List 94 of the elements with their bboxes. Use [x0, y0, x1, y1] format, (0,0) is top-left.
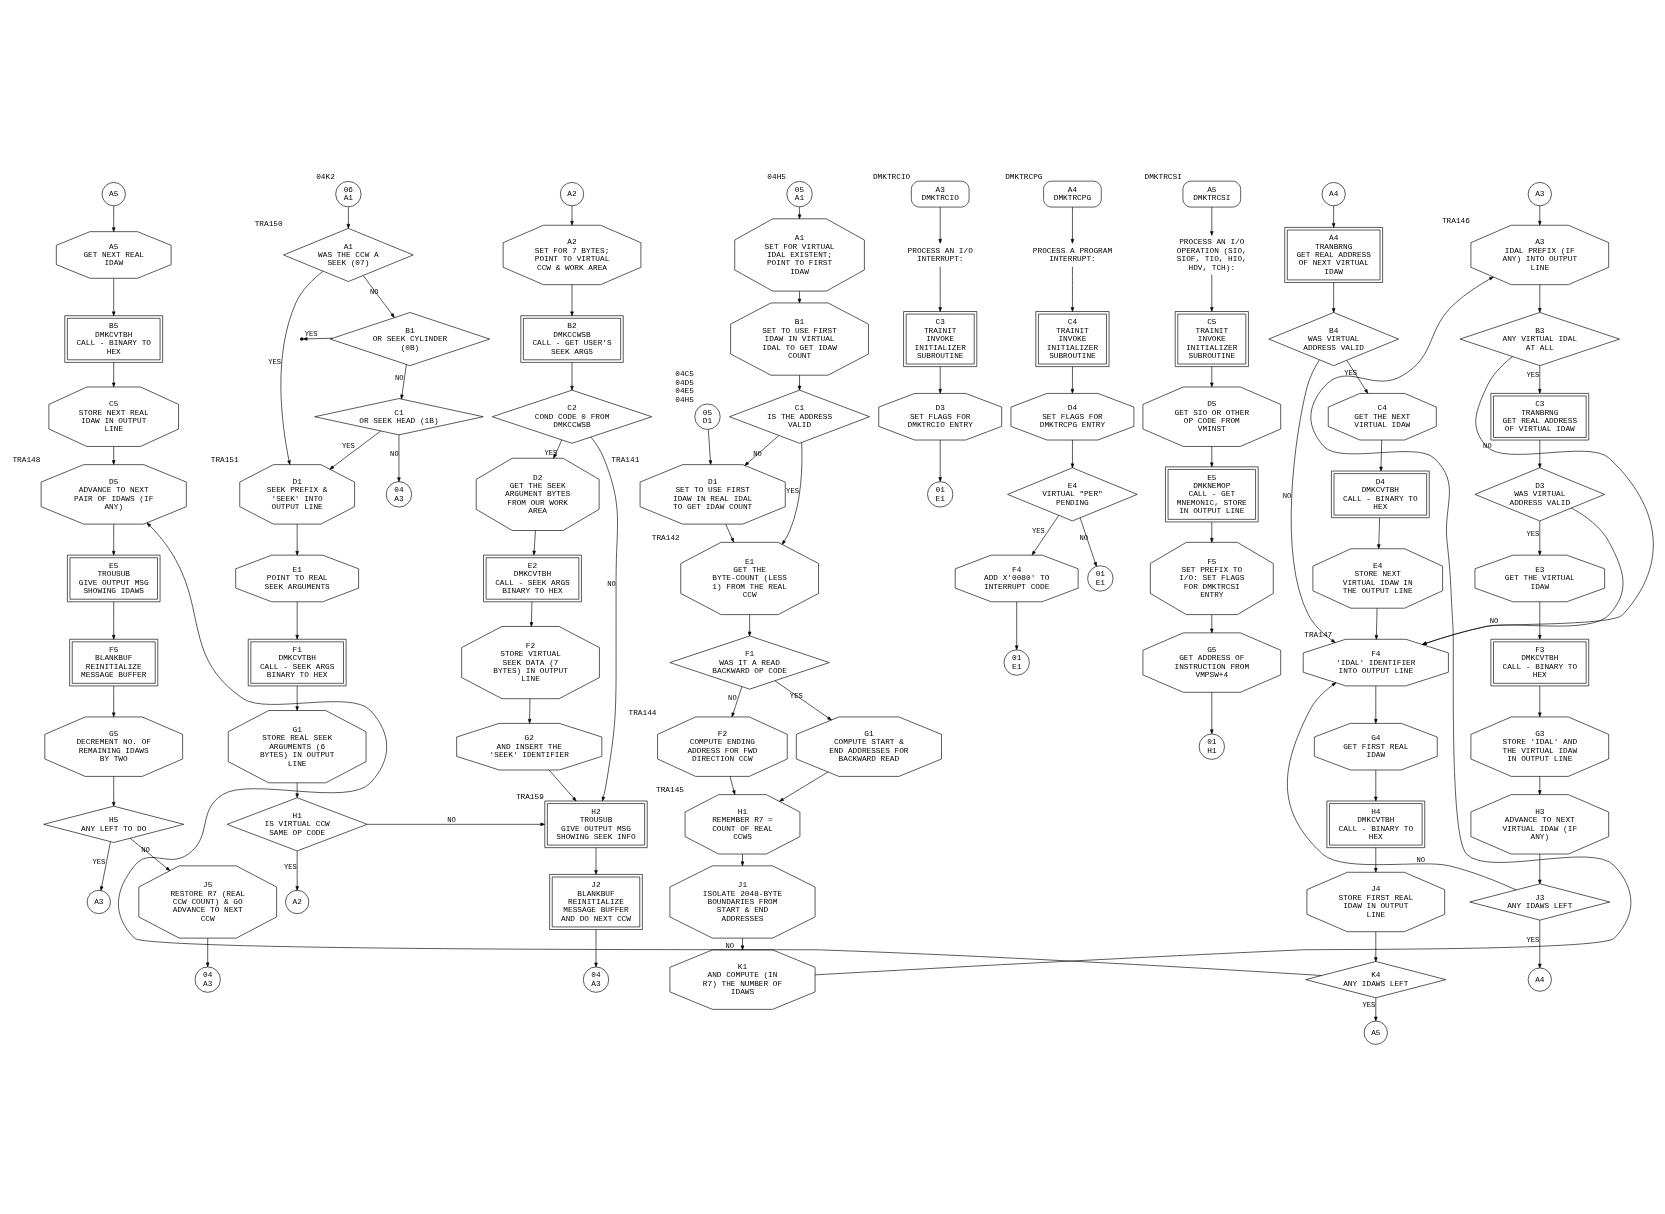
- arrow: [570, 284, 574, 317]
- arrow: [938, 366, 942, 394]
- arrow: [1538, 601, 1542, 640]
- arrow: [280, 270, 324, 465]
- arrow: [100, 841, 111, 891]
- arrow: [295, 782, 299, 798]
- arrow: [362, 275, 395, 318]
- arrow: [112, 205, 116, 232]
- arrow: [774, 680, 832, 721]
- arrow: [1538, 776, 1542, 795]
- arrow: [295, 523, 299, 556]
- arrow: [740, 853, 745, 866]
- arrow: [1422, 356, 1654, 645]
- arrow: [1210, 446, 1214, 468]
- arrow: [725, 523, 734, 543]
- arrow: [797, 206, 802, 219]
- arrow: [1374, 997, 1378, 1022]
- arrow: [1538, 205, 1542, 226]
- arrow: [346, 206, 351, 229]
- arrow: [731, 686, 743, 718]
- arrow: [1210, 521, 1214, 543]
- arrow: [1332, 282, 1336, 313]
- arrow: [1346, 360, 1369, 394]
- arrow: [112, 601, 116, 640]
- arrow: [206, 937, 210, 968]
- arrow: [1538, 853, 1542, 885]
- arrow: [1070, 439, 1075, 469]
- arrow: [1210, 614, 1214, 634]
- arrow: [1031, 515, 1059, 556]
- arrow: [938, 439, 942, 482]
- arrow: [570, 205, 574, 226]
- arrow: [295, 850, 299, 891]
- arrow: [594, 929, 598, 968]
- arrow: [1210, 274, 1214, 312]
- arrow: [329, 430, 382, 470]
- arrow: [1379, 439, 1383, 472]
- arrow: [1377, 517, 1381, 549]
- arrow: [570, 362, 574, 391]
- arrow: [594, 847, 598, 875]
- arrow: [1287, 682, 1517, 891]
- arrow: [1210, 692, 1214, 734]
- arrow: [1210, 366, 1214, 388]
- arrow: [366, 822, 545, 826]
- arrow: [1374, 847, 1378, 873]
- arrow: [747, 614, 752, 637]
- arrow: [1422, 507, 1624, 645]
- arrow: [1015, 601, 1019, 650]
- arrow: [1070, 206, 1075, 244]
- arrow: [1079, 517, 1097, 567]
- arrow: [729, 776, 736, 795]
- arrow: [1210, 206, 1214, 236]
- arrow: [1332, 205, 1336, 228]
- arrow: [529, 601, 534, 627]
- arrow: [1538, 919, 1542, 969]
- arrow: [295, 685, 299, 711]
- arrow: [797, 374, 802, 391]
- arrow: [397, 434, 401, 482]
- arrow: [1538, 439, 1542, 469]
- arrow: [295, 601, 299, 640]
- arrow: [781, 442, 803, 545]
- arrow: [527, 698, 532, 724]
- arrow: [302, 337, 334, 341]
- arrow: [1374, 769, 1378, 802]
- arrow: [112, 362, 116, 388]
- arrow: [400, 364, 407, 400]
- arrow: [112, 685, 116, 718]
- arrow: [129, 837, 171, 871]
- arrow: [1538, 365, 1542, 394]
- arrow: [1374, 931, 1378, 962]
- arrow: [740, 937, 745, 951]
- arrow: [814, 276, 1632, 976]
- arrow: [1538, 284, 1542, 313]
- arrow: [112, 776, 116, 807]
- arrow: [708, 429, 713, 465]
- arrow: [1538, 685, 1542, 718]
- arrow: [532, 530, 536, 556]
- arrow: [779, 771, 829, 802]
- arrow: [548, 769, 577, 802]
- arrow: [553, 439, 563, 459]
- arrow: [938, 206, 942, 244]
- arrow: [797, 290, 802, 304]
- arrow: [112, 446, 116, 465]
- arrow: [744, 435, 780, 466]
- arrow: [938, 266, 942, 312]
- arrow: [1070, 266, 1075, 312]
- arrow: [1070, 366, 1075, 394]
- arrow: [118, 522, 1322, 976]
- arrow: [590, 436, 618, 802]
- arrow: [1290, 359, 1336, 643]
- arrow: [1374, 608, 1379, 640]
- arrow: [112, 523, 116, 556]
- arrow: [1538, 520, 1542, 556]
- arrow: [1374, 685, 1378, 724]
- arrow: [112, 278, 116, 316]
